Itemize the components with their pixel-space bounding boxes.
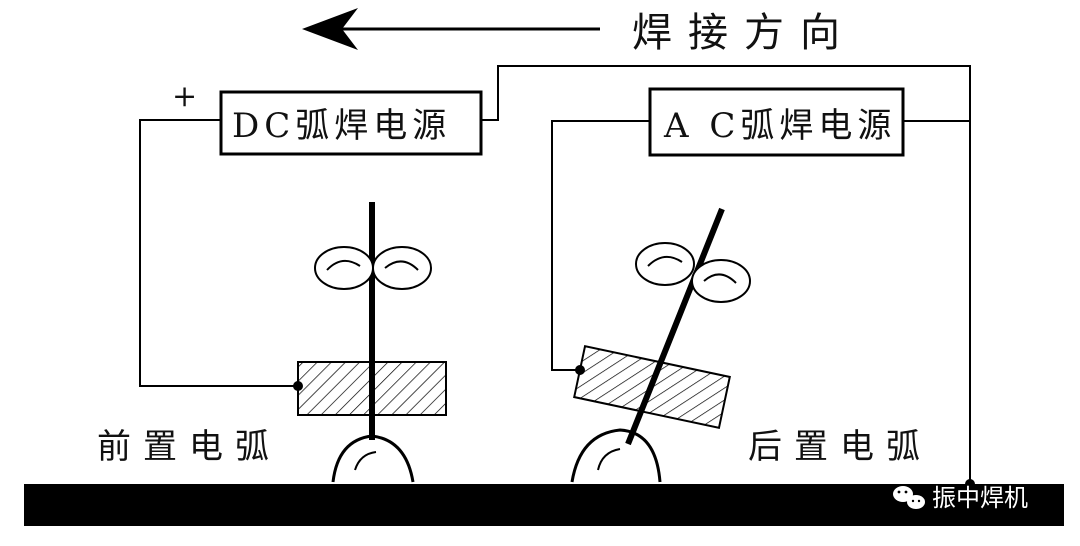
direction-arrow bbox=[302, 8, 600, 50]
rear-torch bbox=[570, 207, 751, 483]
rear-arc-label: 后置电弧 bbox=[748, 427, 932, 467]
front-feed-rollers bbox=[314, 246, 432, 290]
front-contact-tube bbox=[297, 361, 447, 416]
dc-power-supply: DC弧焊电源 bbox=[219, 90, 483, 156]
front-weld-pool bbox=[331, 434, 415, 483]
front-torch bbox=[297, 202, 447, 483]
dc-positive-sign: + bbox=[172, 79, 197, 114]
ac-power-supply: A C弧焊电源 bbox=[648, 87, 905, 157]
ac-supply-label: A C弧焊电源 bbox=[663, 106, 896, 146]
direction-label: 焊接方向 bbox=[632, 10, 856, 56]
watermark-text: 振中焊机 bbox=[932, 484, 1028, 512]
watermark: 振中焊机 bbox=[893, 484, 1028, 512]
rear-contact-tube bbox=[573, 344, 731, 430]
dc-supply-label: DC弧焊电源 bbox=[232, 106, 451, 146]
workpiece-plate bbox=[24, 484, 1064, 526]
rear-feed-rollers bbox=[635, 242, 751, 303]
wechat-icon bbox=[893, 486, 925, 509]
rear-weld-pool bbox=[570, 428, 662, 483]
wiring bbox=[139, 65, 971, 484]
front-arc-label: 前置电弧 bbox=[97, 427, 281, 467]
